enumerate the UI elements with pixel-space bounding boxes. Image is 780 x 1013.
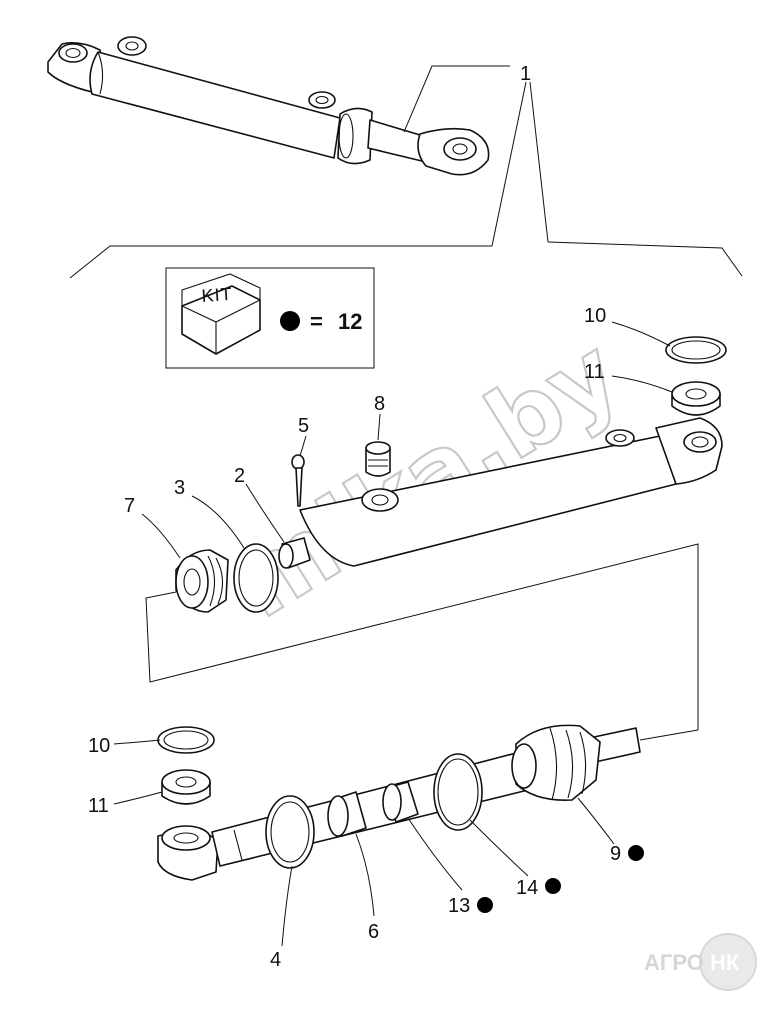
part-14-o-ring (433, 753, 483, 831)
callout-3: 3 (174, 477, 185, 499)
callout-2: 2 (234, 465, 245, 487)
callout-10-upper: 10 (584, 305, 606, 327)
kit-bullet-9-icon (628, 845, 644, 861)
frame-lines (69, 65, 743, 279)
cylinder-body-part (299, 417, 723, 567)
callout-5: 5 (298, 415, 309, 437)
kit-label: KIT (201, 284, 233, 306)
leader-lines (113, 321, 673, 947)
part-3-snap-ring (233, 543, 279, 613)
kit-count: 12 (338, 309, 362, 334)
assembly-link-lines (145, 543, 699, 730)
callout-11-lower: 11 (88, 795, 109, 817)
kit-box-icon (181, 273, 261, 355)
callout-14: 14 (516, 877, 538, 899)
agronk-logo: АГРО НК (644, 933, 757, 991)
part-13-seal (382, 781, 419, 823)
callout-1: 1 (520, 63, 531, 85)
part-9-piston (511, 724, 601, 801)
part-8-plug (365, 441, 391, 477)
part-5-cotter-pin (291, 454, 305, 507)
callout-13: 13 (448, 895, 470, 917)
part-10-retaining-ring-lower (157, 726, 215, 754)
part-11-bearing-lower (161, 769, 211, 805)
part-10-retaining-ring-upper (665, 336, 727, 364)
callout-7: 7 (124, 495, 135, 517)
part-2-bushing (278, 537, 311, 569)
kit-legend: KIT = 12 (165, 267, 375, 369)
part-7-gland (175, 549, 229, 613)
logo-left-text: АГРО (644, 950, 704, 975)
part-4-snap-ring (265, 795, 315, 869)
callout-10-lower: 10 (88, 735, 110, 757)
kit-bullet-14-icon (545, 878, 561, 894)
logo-right-text: НК (710, 950, 740, 975)
callout-4: 4 (270, 949, 281, 971)
callout-14-group: 14 (516, 877, 561, 899)
assembled-cylinder (47, 36, 490, 176)
callout-9: 9 (610, 843, 621, 865)
callout-8: 8 (374, 393, 385, 415)
callout-9-group: 9 (610, 843, 644, 865)
callout-11-upper: 11 (584, 361, 605, 383)
kit-bullet-13-icon (477, 897, 493, 913)
kit-equals: = (310, 309, 323, 334)
callout-6: 6 (368, 921, 379, 943)
part-6-bushing (327, 791, 367, 837)
callout-13-group: 13 (448, 895, 493, 917)
kit-bullet-icon (280, 311, 300, 331)
part-11-bearing-upper (671, 381, 721, 416)
